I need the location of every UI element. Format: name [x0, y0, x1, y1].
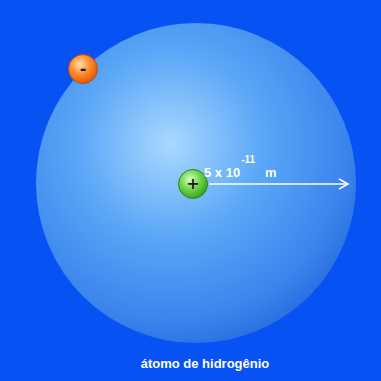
electron: - [68, 54, 98, 84]
nucleus: + [178, 169, 208, 199]
unit: m [265, 166, 277, 179]
exponent: -11 [241, 155, 255, 165]
atom-sphere [36, 23, 356, 343]
charge-sign: + [186, 176, 199, 192]
caption: átomo de hidrogênio [141, 357, 270, 370]
arrow-head [339, 179, 348, 189]
particle-circle [179, 170, 208, 199]
charge-sign: - [80, 61, 87, 77]
particle-circle [69, 55, 98, 84]
radius-arrow [209, 183, 347, 185]
dimension-value: 5 x 10 [204, 166, 240, 179]
